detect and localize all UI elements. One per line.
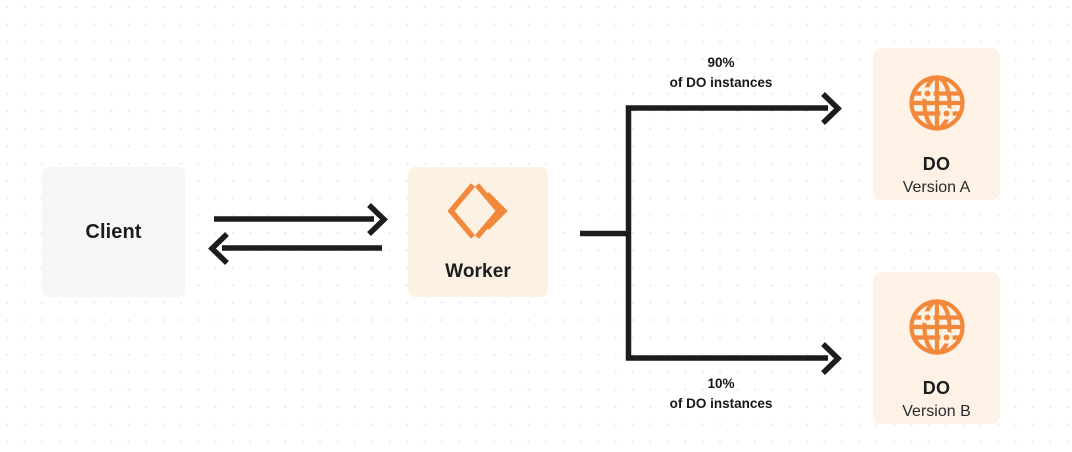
edge-label-do-b-description: of DO instances [669,395,773,411]
do-a-sublabel: Version A [902,178,971,196]
cloudflare-workers-icon [447,182,509,245]
node-do-version-a: DO Version A [873,48,1000,200]
connector-worker-branch [580,105,632,361]
do-b-sublabel: Version B [902,402,971,420]
globe-icon [908,298,966,361]
node-client: Client [42,167,185,297]
edge-label-do-a-percent: 90% [707,55,735,70]
arrow-worker-to-do-a [626,92,842,125]
node-worker: Worker [408,167,548,297]
arrow-worker-to-do-b [626,342,842,375]
node-do-version-b: DO Version B [873,272,1000,424]
do-a-label: DO [922,154,951,174]
edge-label-do-a: 90% of DO instances [636,53,806,92]
client-label: Client [85,220,142,243]
arrow-worker-to-client [208,232,382,265]
do-b-label: DO [922,378,951,398]
edge-label-do-a-description: of DO instances [669,74,773,90]
worker-label: Worker [445,260,511,282]
edge-label-do-b-percent: 10% [707,376,735,391]
edge-label-do-b: 10% of DO instances [636,374,806,413]
arrow-client-to-worker [214,203,388,236]
globe-icon [908,74,966,137]
